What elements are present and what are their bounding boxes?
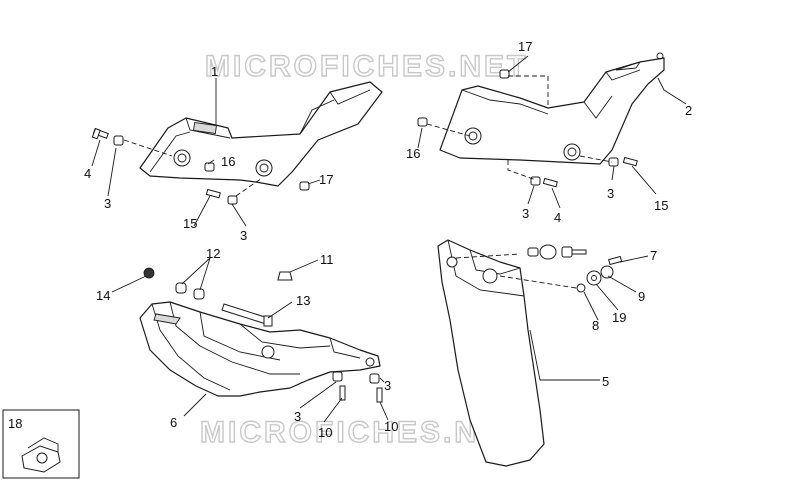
callout-2: 2	[685, 103, 692, 118]
callout-15: 15	[183, 216, 197, 231]
engine-guard-hardware	[143, 267, 383, 403]
front-panel	[437, 239, 545, 467]
callout-8: 8	[592, 318, 599, 333]
callout-19: 19	[612, 310, 626, 325]
watermark-top: MICROFICHES.NET	[205, 50, 528, 83]
callout-17: 17	[518, 39, 532, 54]
callout-14: 14	[96, 288, 110, 303]
callout-1: 1	[211, 64, 218, 79]
callout-18: 18	[8, 416, 22, 431]
callout-labels: 1 2 3 3 3 3 3 3 4 4 5 6 7 8 9 10 10 11 1…	[8, 39, 692, 440]
callout-12: 12	[206, 246, 220, 261]
callout-3: 3	[384, 378, 391, 393]
callout-13: 13	[296, 293, 310, 308]
front-panel-hardware	[455, 244, 623, 293]
callout-7: 7	[650, 248, 657, 263]
callout-3: 3	[294, 409, 301, 424]
callout-5: 5	[602, 374, 609, 389]
leader-lines	[91, 55, 687, 423]
callout-4: 4	[84, 166, 91, 181]
callout-3: 3	[240, 228, 247, 243]
engine-guard	[139, 301, 381, 397]
watermark-bottom: MICROFICHES.NET	[200, 416, 523, 449]
callout-4: 4	[554, 210, 561, 225]
callout-9: 9	[638, 289, 645, 304]
right-side-fairing	[439, 52, 665, 165]
callout-10: 10	[384, 419, 398, 434]
callout-3: 3	[104, 196, 111, 211]
callout-16: 16	[221, 154, 235, 169]
callout-16: 16	[406, 146, 420, 161]
callout-3: 3	[607, 186, 614, 201]
callout-15: 15	[654, 198, 668, 213]
left-side-fairing	[139, 81, 383, 187]
callout-6: 6	[170, 415, 177, 430]
callout-10: 10	[318, 425, 332, 440]
callout-11: 11	[320, 252, 334, 267]
inset-box-18	[2, 409, 80, 479]
right-fairing-hardware	[417, 69, 638, 188]
left-fairing-hardware	[91, 127, 310, 205]
callout-3: 3	[522, 206, 529, 221]
callout-17: 17	[319, 172, 333, 187]
